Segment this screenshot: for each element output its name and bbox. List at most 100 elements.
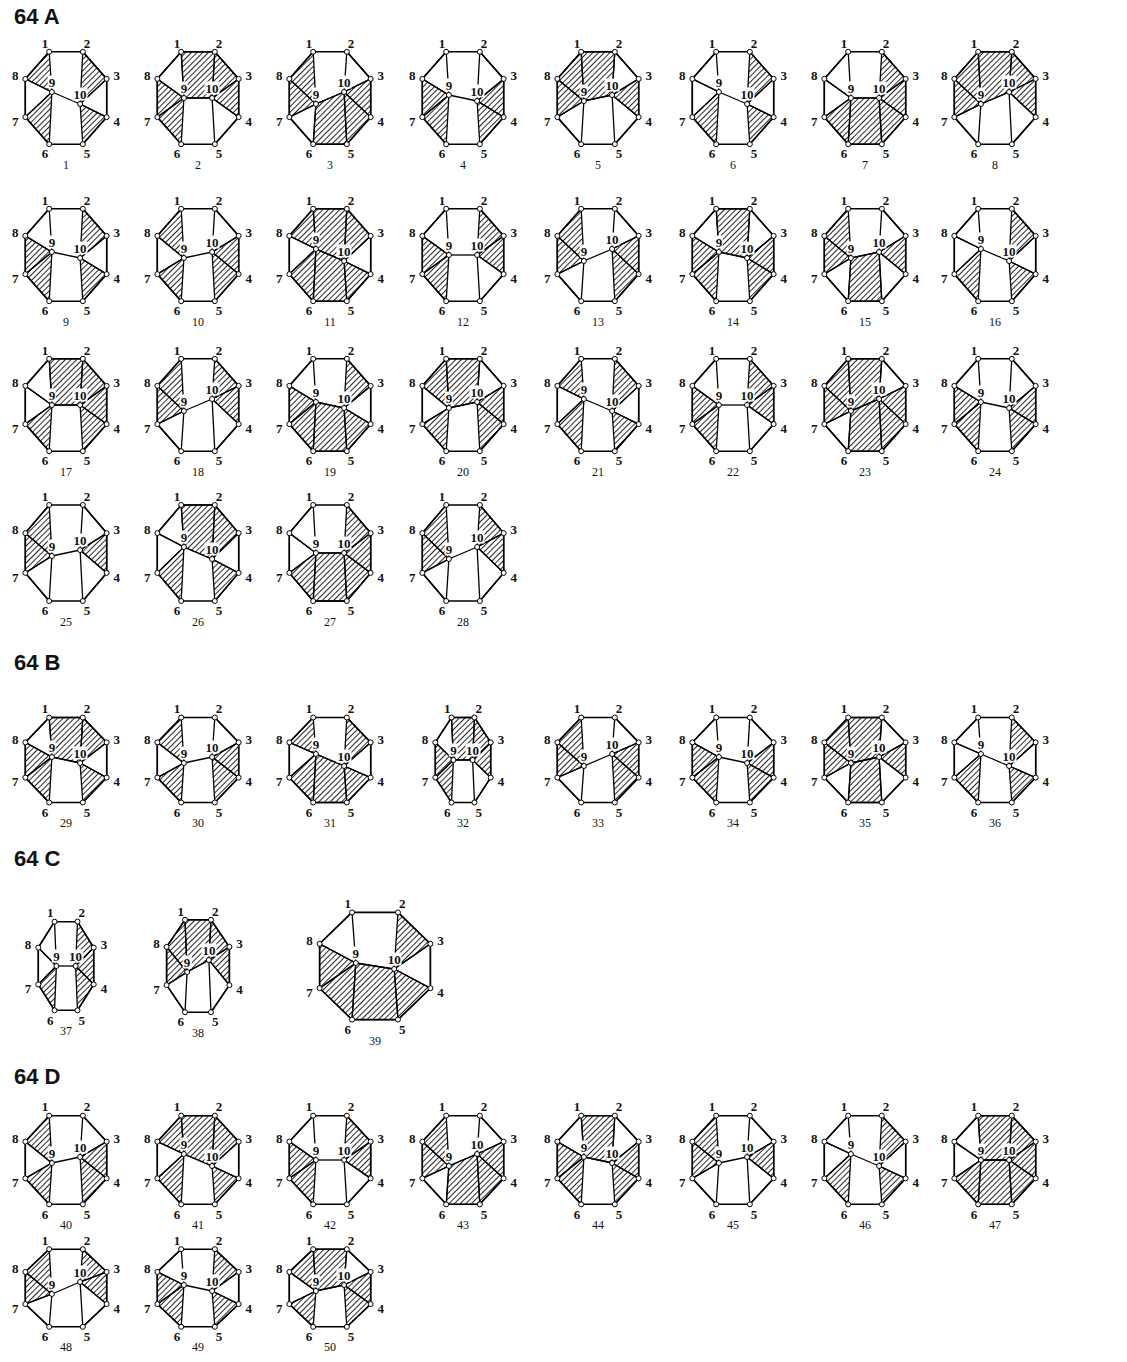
vertex-number: 9 bbox=[449, 744, 458, 757]
vertex-number: 10 bbox=[73, 534, 88, 547]
vertex bbox=[420, 76, 425, 81]
vertex bbox=[952, 383, 957, 388]
vertex bbox=[287, 740, 292, 745]
vertex-number: 10 bbox=[337, 750, 352, 763]
vertex bbox=[236, 531, 241, 536]
hatched-face bbox=[747, 104, 774, 144]
vertex bbox=[104, 1139, 109, 1144]
vertex-number: 4 bbox=[246, 114, 253, 127]
vertex-number: 4 bbox=[246, 1301, 253, 1314]
vertex-number: 5 bbox=[348, 454, 355, 467]
vertex bbox=[287, 233, 292, 238]
vertex-number: 1 bbox=[709, 193, 716, 206]
edge bbox=[316, 552, 344, 553]
vertex bbox=[952, 233, 957, 238]
vertex-number: 10 bbox=[1002, 76, 1017, 89]
vertex bbox=[978, 247, 983, 252]
figure-number: 47 bbox=[989, 1219, 1001, 1231]
vertex bbox=[36, 982, 41, 987]
vertex-number: 2 bbox=[399, 897, 406, 910]
vertex-number: 1 bbox=[709, 36, 716, 49]
vertex-number: 6 bbox=[42, 304, 49, 317]
vertex-number: 8 bbox=[276, 732, 283, 745]
vertex bbox=[610, 1161, 615, 1166]
face-edge bbox=[477, 547, 504, 601]
vertex-number: 10 bbox=[605, 1147, 620, 1160]
vertex-number: 2 bbox=[883, 343, 890, 356]
outer-polygon bbox=[824, 52, 905, 144]
figure-number: 9 bbox=[63, 316, 69, 328]
vertex-number: 9 bbox=[312, 537, 321, 550]
vertex-number: 6 bbox=[174, 304, 181, 317]
vertex-number: 9 bbox=[48, 741, 57, 754]
vertex bbox=[23, 76, 28, 81]
vertex bbox=[342, 1158, 347, 1163]
vertex bbox=[80, 206, 85, 211]
vertex bbox=[342, 90, 347, 95]
vertex-number: 6 bbox=[971, 147, 978, 160]
vertex-number: 8 bbox=[679, 226, 686, 239]
vertex bbox=[1009, 49, 1014, 54]
face-edge bbox=[879, 757, 906, 803]
vertex bbox=[47, 1113, 52, 1118]
outer-polygon bbox=[157, 359, 238, 451]
vertex-number: 4 bbox=[913, 271, 920, 284]
outer-polygon bbox=[25, 1116, 106, 1205]
vertex-number: 6 bbox=[42, 1207, 49, 1220]
vertex-number: 2 bbox=[216, 1100, 223, 1113]
vertex-number: 9 bbox=[715, 1147, 724, 1160]
vertex bbox=[690, 383, 695, 388]
vertex-number: 9 bbox=[48, 389, 57, 402]
vertex bbox=[771, 272, 776, 277]
vertex-number: 1 bbox=[574, 702, 581, 715]
vertex bbox=[449, 715, 454, 720]
vertex bbox=[612, 800, 617, 805]
vertex bbox=[368, 76, 373, 81]
vertex bbox=[822, 383, 827, 388]
vertex-number: 6 bbox=[174, 805, 181, 818]
vertex-number: 4 bbox=[646, 271, 653, 284]
vertex-number: 2 bbox=[348, 1233, 355, 1246]
vertex-number: 5 bbox=[883, 304, 890, 317]
vertex bbox=[610, 247, 615, 252]
vertex bbox=[104, 383, 109, 388]
vertex bbox=[610, 752, 615, 757]
vertex bbox=[344, 800, 349, 805]
vertex bbox=[104, 1302, 109, 1307]
vertex-number: 10 bbox=[605, 79, 620, 92]
hatched-face bbox=[824, 1154, 851, 1204]
vertex bbox=[745, 761, 750, 766]
vertex-number: 10 bbox=[605, 395, 620, 408]
vertex-number: 6 bbox=[841, 304, 848, 317]
vertex bbox=[1007, 90, 1012, 95]
vertex-number: 10 bbox=[387, 953, 402, 966]
vertex-number: 2 bbox=[751, 702, 758, 715]
vertex bbox=[903, 272, 908, 277]
vertex bbox=[287, 422, 292, 427]
vertex bbox=[612, 49, 617, 54]
vertex bbox=[155, 1139, 160, 1144]
vertex bbox=[78, 548, 83, 553]
vertex-number: 3 bbox=[114, 523, 121, 536]
vertex bbox=[610, 409, 615, 414]
vertex-number: 2 bbox=[216, 489, 223, 502]
vertex-number: 8 bbox=[12, 69, 19, 82]
vertex bbox=[311, 800, 316, 805]
vertex-number: 5 bbox=[616, 454, 623, 467]
vertex-number: 10 bbox=[337, 392, 352, 405]
vertex-number: 2 bbox=[883, 702, 890, 715]
vertex-number: 9 bbox=[715, 236, 724, 249]
vertex bbox=[978, 1158, 983, 1163]
vertex bbox=[344, 49, 349, 54]
outer-polygon bbox=[954, 359, 1035, 451]
vertex bbox=[501, 233, 506, 238]
vertex bbox=[236, 775, 241, 780]
vertex bbox=[952, 1176, 957, 1181]
vertex bbox=[555, 775, 560, 780]
vertex bbox=[78, 102, 83, 107]
vertex-number: 6 bbox=[709, 147, 716, 160]
outer-polygon bbox=[157, 505, 238, 601]
vertex bbox=[368, 775, 373, 780]
vertex-number: 10 bbox=[1002, 392, 1017, 405]
vertex-number: 9 bbox=[847, 747, 856, 760]
